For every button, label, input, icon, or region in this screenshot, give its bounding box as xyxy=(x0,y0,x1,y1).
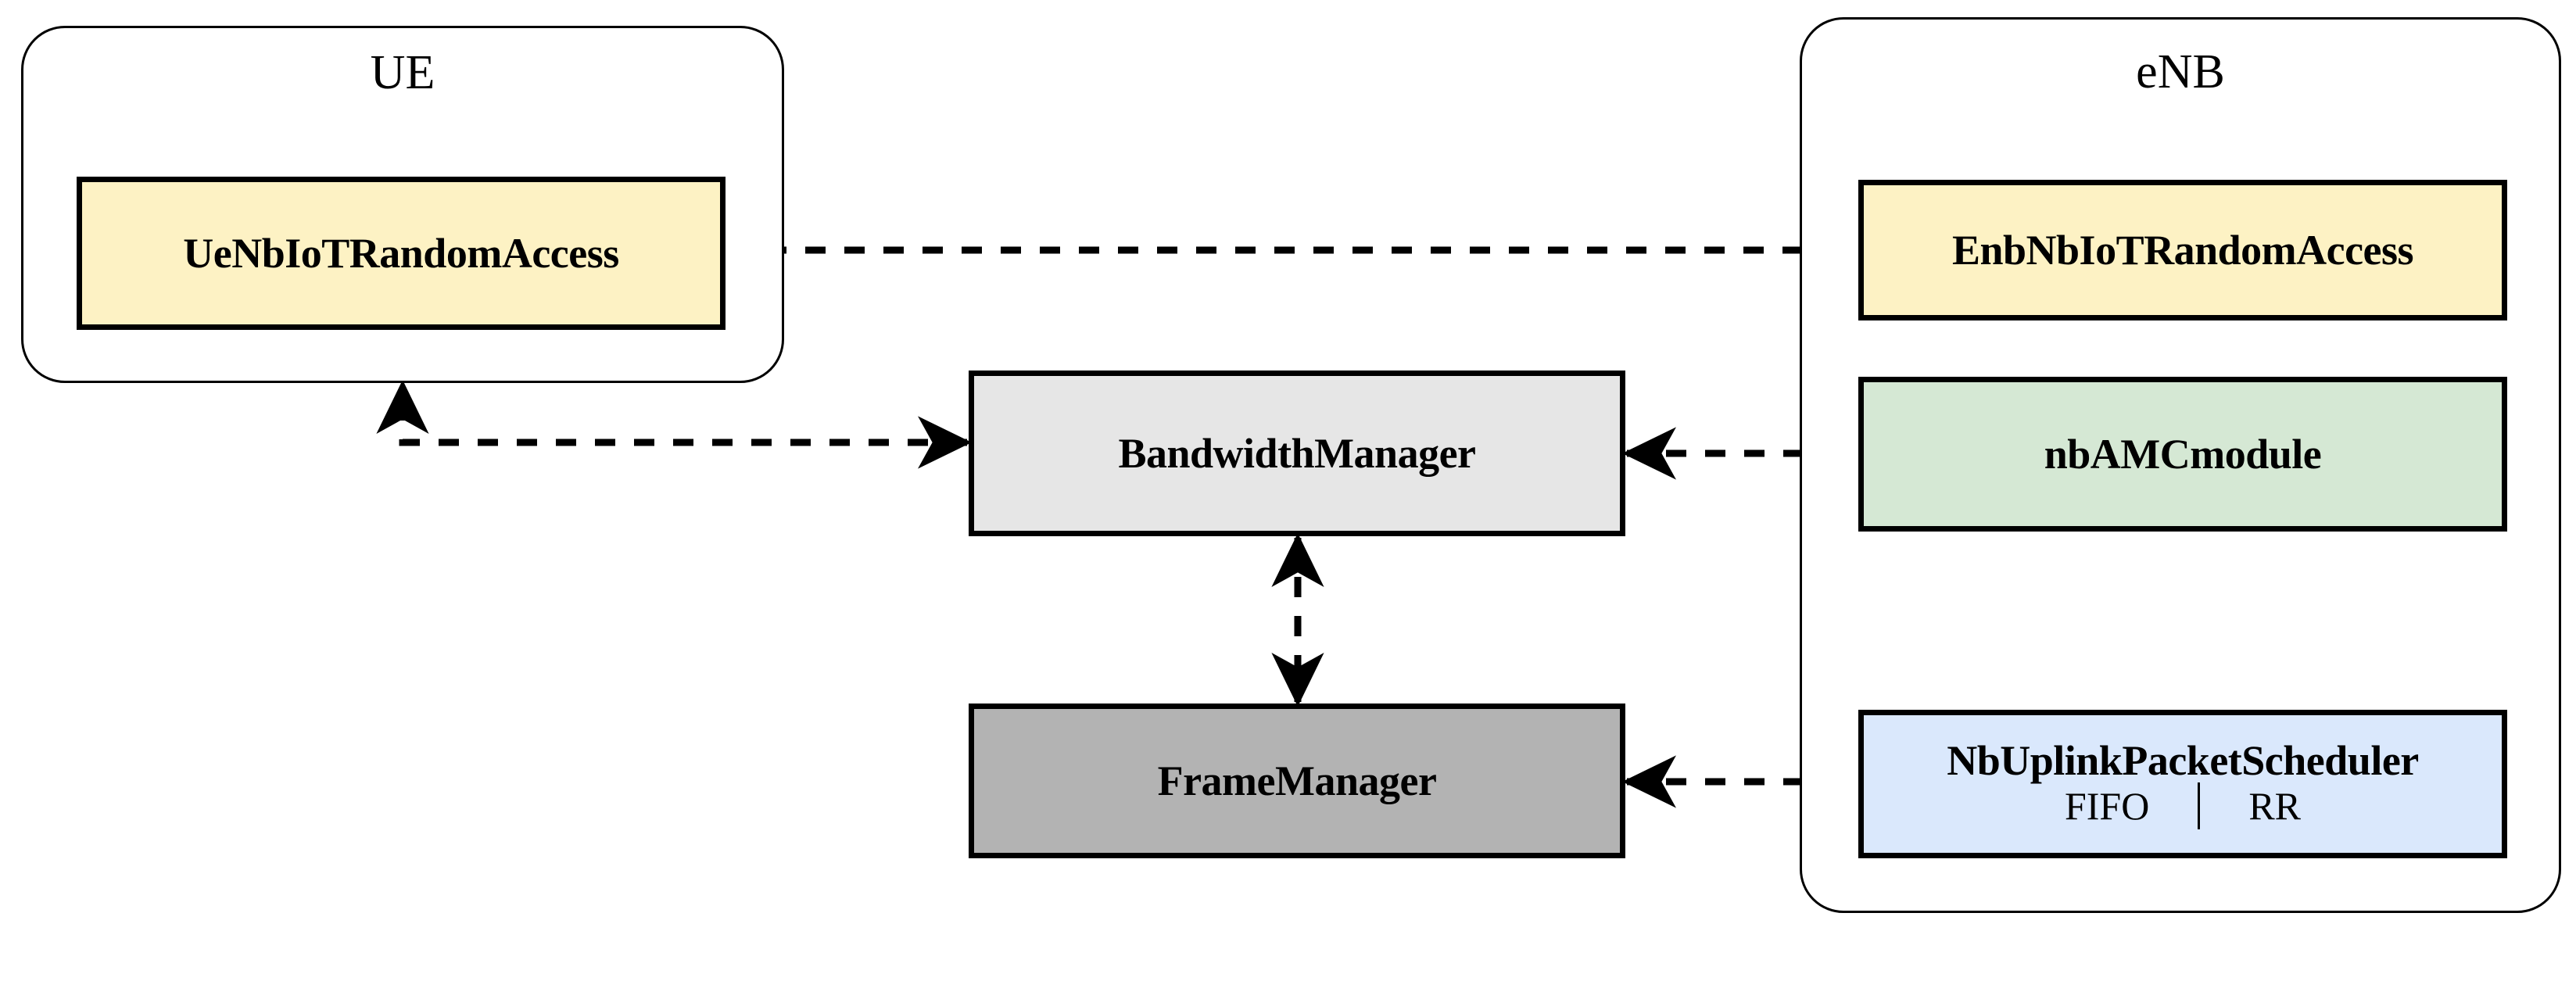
box-bandwidth-manager[interactable]: BandwidthManager xyxy=(969,371,1625,536)
box-frame-manager-label: FrameManager xyxy=(1157,757,1437,804)
box-frame-manager[interactable]: FrameManager xyxy=(969,704,1625,858)
edge-bandwidth-manager-to-ue xyxy=(376,380,972,469)
box-nb-uplink-packet-scheduler-policies: FIFO RR xyxy=(2064,782,2302,830)
box-enb-random-access[interactable]: EnbNbIoTRandomAccess xyxy=(1858,180,2507,320)
box-bandwidth-manager-label: BandwidthManager xyxy=(1118,429,1476,477)
scheduler-policy-separator xyxy=(2198,782,2201,830)
box-ue-random-access[interactable]: UeNbIoTRandomAccess xyxy=(77,177,726,330)
box-nb-uplink-packet-scheduler-label: NbUplinkPacketScheduler xyxy=(1947,736,2419,784)
box-enb-random-access-label: EnbNbIoTRandomAccess xyxy=(1951,226,2414,274)
container-ue-label: UE xyxy=(370,46,435,99)
box-nb-amc-module[interactable]: nbAMCmodule xyxy=(1858,377,2507,532)
container-enb-label: eNB xyxy=(2136,45,2225,98)
box-nb-uplink-packet-scheduler[interactable]: NbUplinkPacketScheduler FIFO RR xyxy=(1858,710,2507,858)
box-nb-amc-module-label: nbAMCmodule xyxy=(2044,430,2322,478)
scheduler-policy-rr[interactable]: RR xyxy=(2248,784,2302,829)
scheduler-policy-fifo[interactable]: FIFO xyxy=(2064,784,2150,829)
box-ue-random-access-label: UeNbIoTRandomAccess xyxy=(183,229,619,277)
